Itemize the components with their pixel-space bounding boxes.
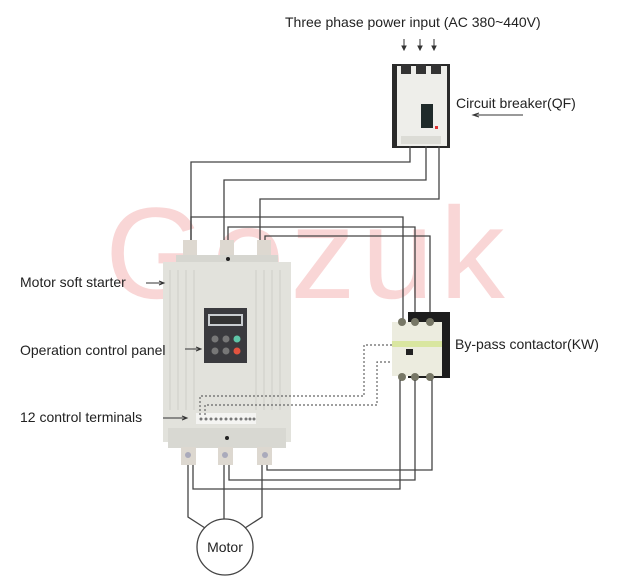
power-input-arrows <box>401 39 437 52</box>
arrow-icon <box>146 280 166 286</box>
circuit-breaker-label: Circuit breaker(QF) <box>456 95 576 111</box>
arrow-icon <box>471 112 523 118</box>
run-button <box>233 335 241 343</box>
arrow-icon <box>163 415 189 421</box>
control-wire <box>204 361 392 415</box>
output-wires <box>187 380 433 529</box>
arrow-icon <box>185 346 203 352</box>
panel-button <box>222 335 230 343</box>
motor-label: Motor <box>207 539 243 555</box>
operation-control-panel <box>204 308 247 363</box>
control-wire <box>199 344 392 415</box>
control-panel-label: Operation control panel <box>20 342 166 358</box>
stop-button <box>233 347 241 355</box>
bypass-contactor <box>392 312 450 381</box>
power-input-label: Three phase power input (AC 380~440V) <box>285 14 541 30</box>
feed-wires <box>190 146 440 322</box>
circuit-breaker <box>392 64 450 148</box>
control-terminals-label: 12 control terminals <box>20 409 142 425</box>
panel-button <box>222 347 230 355</box>
soft-starter-label: Motor soft starter <box>20 274 126 290</box>
panel-button <box>211 347 219 355</box>
panel-button <box>211 335 219 343</box>
motor <box>196 518 254 576</box>
bypass-contactor-label: By-pass contactor(KW) <box>455 336 599 352</box>
